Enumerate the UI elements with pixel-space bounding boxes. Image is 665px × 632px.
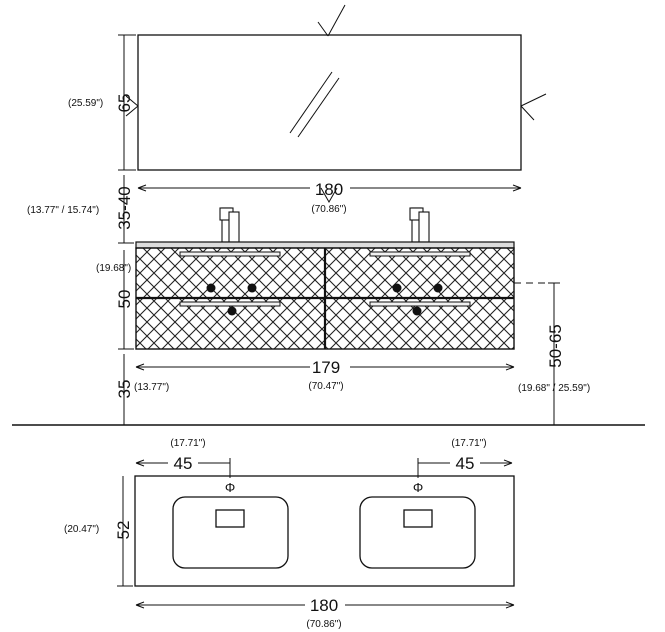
floor-clearance-in: (13.77") <box>134 382 169 393</box>
top-view-width-cm: 180 <box>310 596 338 615</box>
top-view-width-dimension: 180 (70.86") <box>135 596 515 630</box>
left-offset-in: (17.71") <box>170 438 205 449</box>
mirror-reflection-line <box>289 71 333 134</box>
basin-right <box>359 496 476 569</box>
floor-clearance-dimension: 35 (13.77") <box>115 354 169 425</box>
right-offset-dimension: 45 (17.71") <box>417 438 513 478</box>
right-offset-cm: 45 <box>456 454 475 473</box>
countertop-top-view: Φ Φ <box>134 475 515 587</box>
gap-cm: 35-40 <box>115 186 134 229</box>
cabinet <box>135 207 515 350</box>
mirror-mount-mark <box>520 93 547 121</box>
mirror-height-cm: 65 <box>115 94 134 113</box>
cabinet-height-in: (19.68") <box>96 263 131 274</box>
mirror-width-dimension: 180 (70.86") <box>137 180 522 215</box>
top-height-cm: 50-65 <box>546 324 565 367</box>
knob <box>247 283 257 293</box>
gap-dimension: 35-40 (13.77" / 15.74") <box>27 175 134 244</box>
top-height-in: (19.68" / 25.59") <box>518 383 590 394</box>
left-offset-cm: 45 <box>174 454 193 473</box>
drawer-handle <box>179 301 281 307</box>
drain-right <box>403 509 433 528</box>
mirror <box>125 4 547 171</box>
mirror-reflection-line <box>297 77 340 138</box>
countertop <box>135 241 515 249</box>
depth-cm: 52 <box>114 521 133 540</box>
faucet-left <box>219 207 240 243</box>
mirror-width-in: (70.86") <box>311 204 346 215</box>
mirror-width-cm: 180 <box>315 180 343 199</box>
cabinet-width-in: (70.47") <box>308 381 343 392</box>
mirror-height-dimension: 65 (25.59") <box>68 34 136 171</box>
drain-left <box>215 509 245 528</box>
countertop-outline <box>134 475 515 587</box>
drawer-handle <box>179 251 281 257</box>
knob <box>227 306 237 316</box>
depth-dimension: 52 (20.47") <box>64 476 133 587</box>
left-offset-dimension: 45 (17.71") <box>135 438 231 478</box>
mirror-frame <box>137 34 522 171</box>
cabinet-width-dimension: 179 (70.47") <box>135 358 515 392</box>
top-view-width-in: (70.86") <box>306 619 341 630</box>
knob <box>412 306 422 316</box>
right-offset-in: (17.71") <box>451 438 486 449</box>
drawer-handle <box>369 251 471 257</box>
knob <box>206 283 216 293</box>
floor-clearance-cm: 35 <box>115 380 134 399</box>
mirror-height-in: (25.59") <box>68 98 103 109</box>
mirror-mount-mark <box>125 95 139 117</box>
drawer-handle <box>369 301 471 307</box>
mirror-mount-mark <box>317 4 346 37</box>
gap-in: (13.77" / 15.74") <box>27 205 99 216</box>
tap-hole-right: Φ <box>413 480 423 495</box>
top-height-dimension: 50-65 (19.68" / 25.59") <box>514 282 590 425</box>
knob <box>433 283 443 293</box>
cabinet-width-cm: 179 <box>312 358 340 377</box>
depth-in: (20.47") <box>64 524 99 535</box>
cabinet-height-dimension: 50 (19.68") <box>96 250 134 350</box>
faucet-right <box>409 207 430 243</box>
cabinet-height-cm: 50 <box>115 290 134 309</box>
basin-left <box>172 496 289 569</box>
knob <box>392 283 402 293</box>
tap-hole-left: Φ <box>225 480 235 495</box>
